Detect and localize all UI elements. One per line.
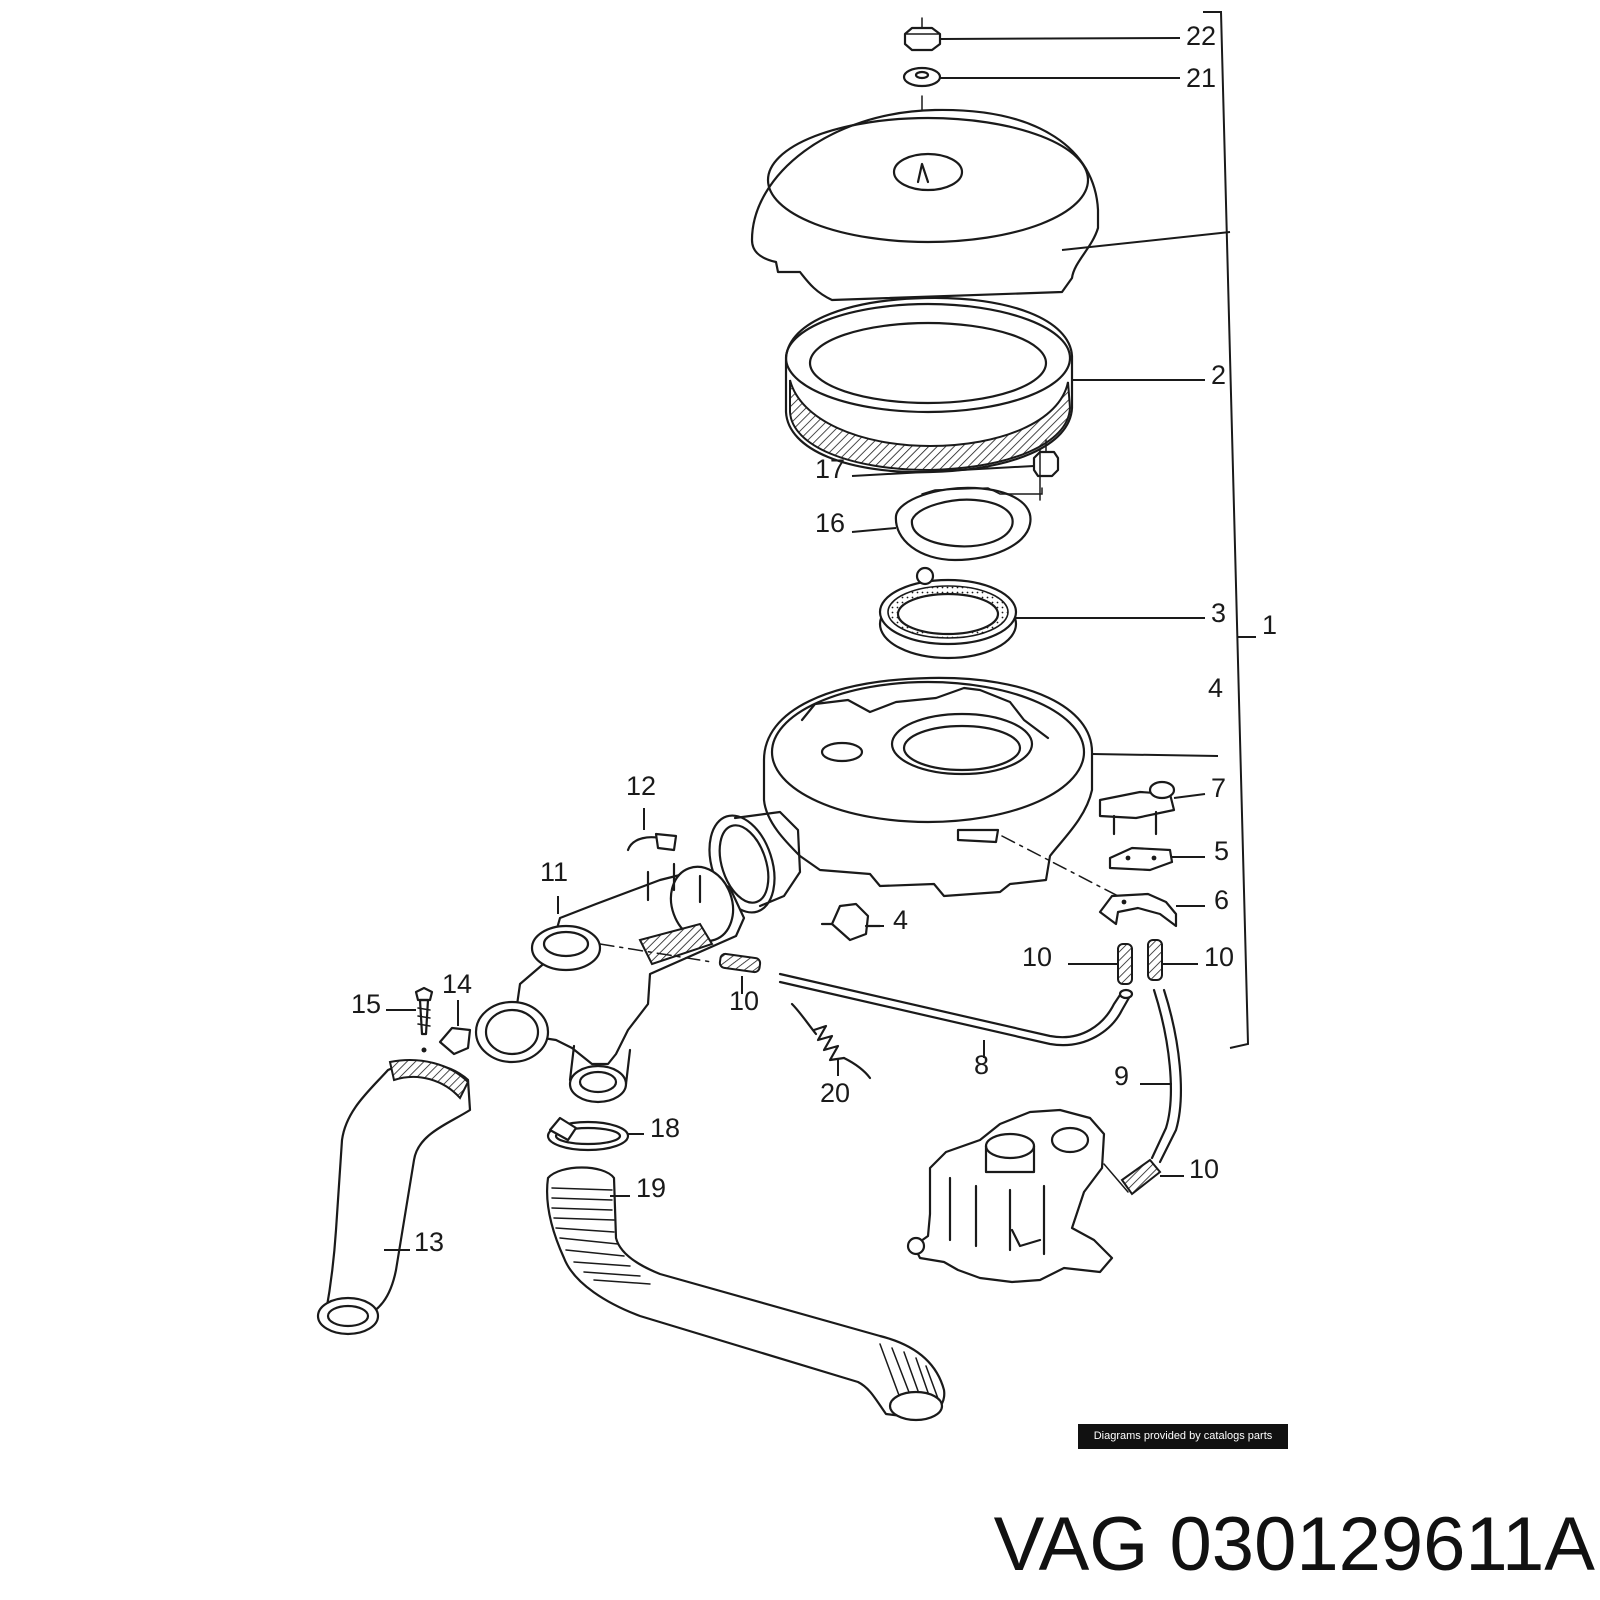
intake-body-part-11 [474,862,746,1104]
callout-c16: 16 [815,508,845,538]
sensor-part-7 [1098,780,1206,836]
callout-c19: 19 [636,1173,666,1203]
callout-c20: 20 [820,1078,850,1108]
hose-clamp-part-18 [546,1116,644,1152]
spring-part-20 [790,1002,872,1080]
callout-c5: 5 [1214,836,1229,866]
callout-c13: 13 [414,1227,444,1257]
filter-element-part-2 [784,296,1205,474]
carburetor [906,1108,1129,1284]
assembly-bracket [1203,11,1256,1049]
callout-c18: 18 [650,1113,680,1143]
air-filter-lid [750,108,1231,302]
plate-part-5 [1108,846,1205,872]
washer-part-21 [902,66,1180,88]
nut-part-22 [903,26,1181,52]
callout-c17: 17 [815,454,845,484]
callout-c1: 1 [1262,610,1277,640]
callout-c4a: 4 [1208,673,1223,703]
callout-c6: 6 [1214,885,1229,915]
bracket-part-6 [1098,892,1205,928]
part-number-title: VAG 030129611A [993,1502,1595,1587]
screw-part-15 [386,986,434,1053]
callout-c9: 9 [1114,1061,1129,1091]
clip-part-4 [820,902,884,942]
sealing-ring-part-3 [878,566,1205,660]
callout-c12: 12 [626,771,656,801]
hose-small-part-10 [718,952,762,994]
callout-c10a: 10 [1022,942,1052,972]
callout-c14: 14 [442,969,472,999]
bracket-plate-part-16 [851,486,1043,562]
curved-hose-part-13 [316,1059,472,1336]
credit-badge: Diagrams provided by catalogs parts [1078,1424,1288,1449]
callout-c21: 21 [1186,63,1216,93]
corrugated-hose-part-19 [546,1166,946,1422]
rigid-pipe-part-8 [778,972,1134,1058]
callout-c8: 8 [974,1050,989,1080]
callout-c22: 22 [1186,21,1216,51]
callout-c10d: 10 [1189,1154,1219,1184]
callout-c2: 2 [1211,360,1226,390]
callout-c15: 15 [351,989,381,1019]
callout-c10b: 10 [1204,942,1234,972]
hose-pieces-part-10 [1068,939,1198,985]
callout-c3: 3 [1211,598,1226,628]
callout-c4b: 4 [893,905,908,935]
clip-nut-part-14 [438,1000,472,1056]
clip-part-12 [626,808,678,852]
air-filter-housing-part-4 [708,676,1219,914]
hose-lower-part-10 [1120,1158,1184,1196]
hose-part-9 [1140,988,1182,1164]
callout-c10c: 10 [729,986,759,1016]
callout-c11: 11 [540,857,568,887]
callout-c7: 7 [1211,773,1226,803]
